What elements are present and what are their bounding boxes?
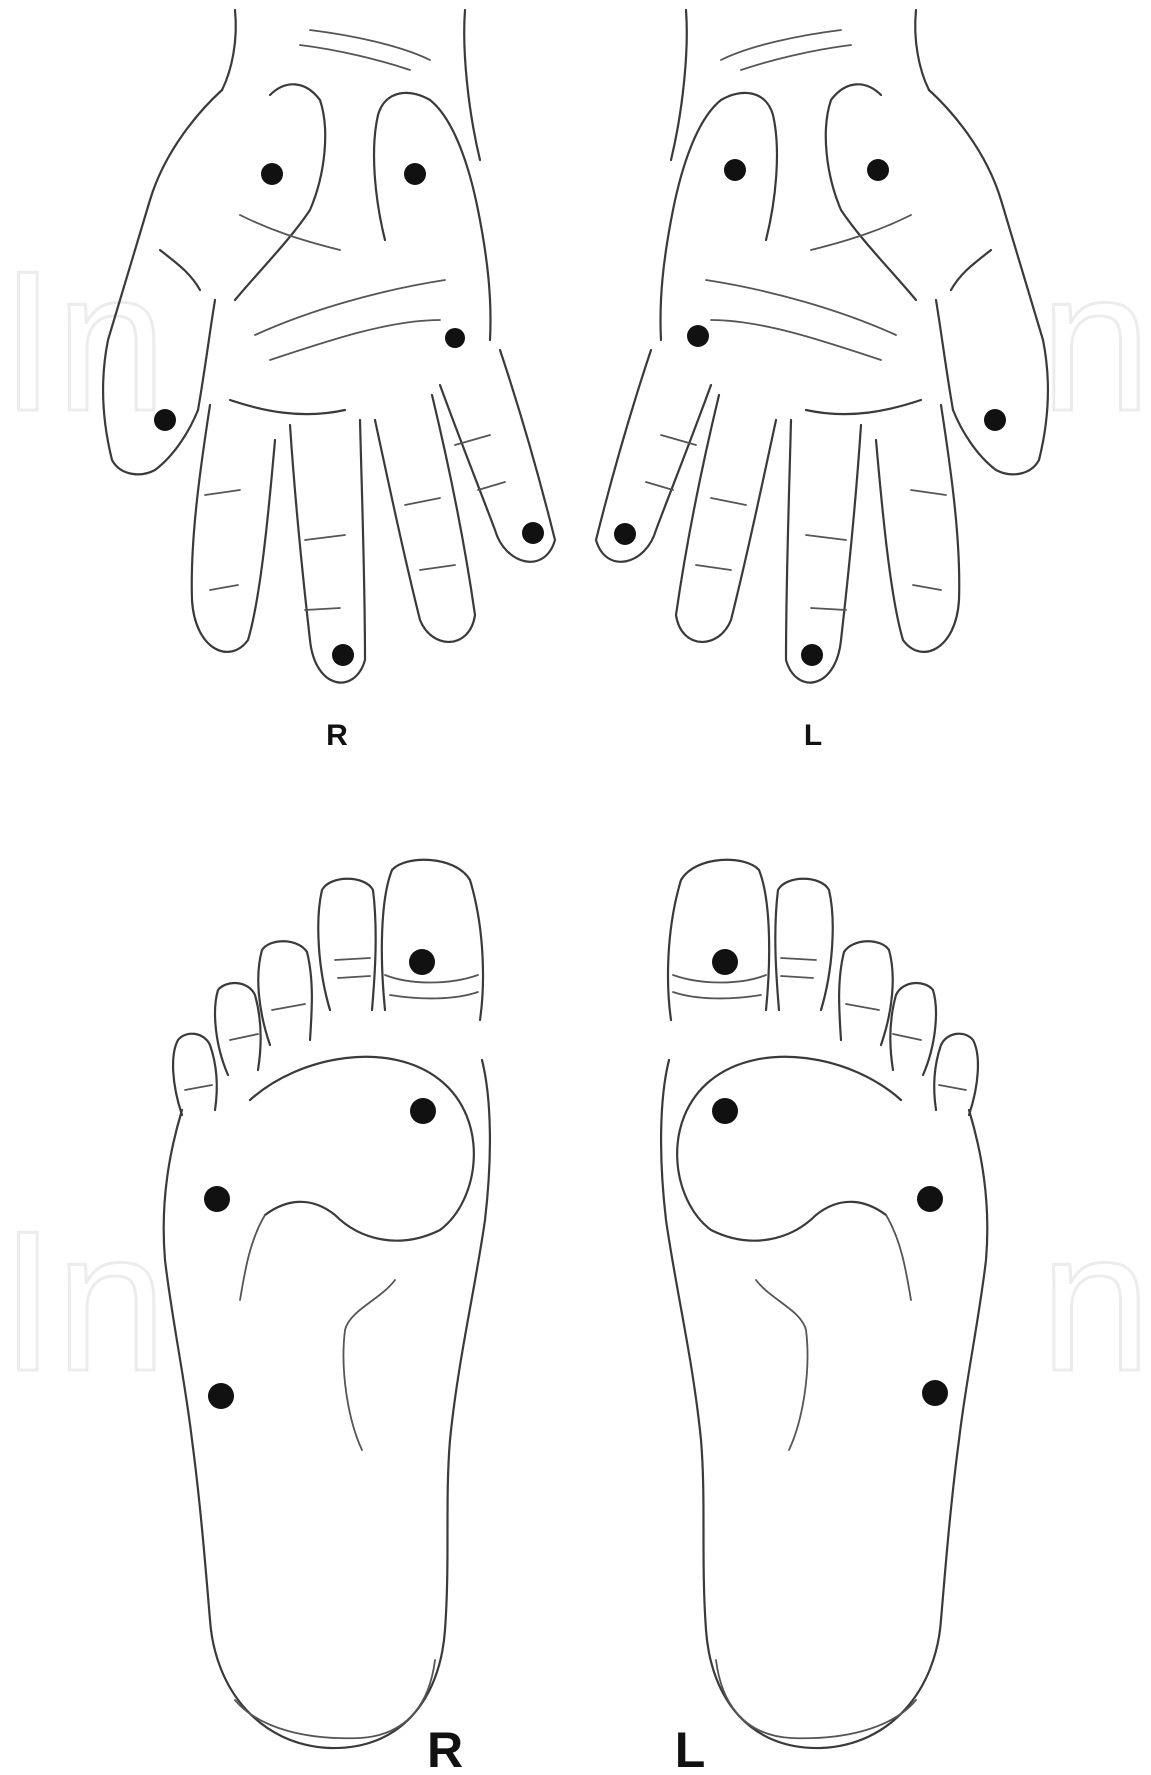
watermark: In n In n [0,230,1151,1413]
right-foot: R [164,860,490,1775]
pressure-point-dot [154,409,176,431]
pressure-point-dot [332,644,354,666]
pressure-point-dot [614,523,636,545]
pressure-point-dot [409,949,435,975]
pressure-point-dot [867,159,889,181]
right-hand-label: R [326,719,348,752]
svg-text:In: In [0,230,167,453]
pressure-point-dot [984,409,1006,431]
pressure-point-dot [687,325,709,347]
left-hand-label: L [804,719,822,752]
pressure-point-dot [404,163,426,185]
pressure-point-dot [712,1098,738,1124]
left-foot: L [661,860,987,1775]
right-foot-label: R [427,1722,463,1775]
right-foot-outline [164,860,490,1748]
pressure-point-dot [445,328,465,348]
right-foot-pressure-points [204,949,436,1409]
left-foot-outline [661,860,987,1748]
right-hand-outline [103,10,555,683]
pressure-point-dot [917,1186,943,1212]
svg-text:In: In [0,1190,167,1413]
pressure-point-dot [204,1186,230,1212]
pressure-point-dot [261,163,283,185]
left-hand-pressure-points [614,159,1006,666]
pressure-point-dot [208,1383,234,1409]
svg-text:n: n [1040,230,1151,453]
left-hand: L [596,10,1048,752]
left-hand-outline [596,10,1048,683]
pressure-point-dot [522,522,544,544]
left-foot-label: L [675,1722,706,1775]
pressure-point-dot [922,1380,948,1406]
pressure-point-dot [410,1098,436,1124]
pressure-point-dot [801,644,823,666]
pressure-point-dot [724,159,746,181]
right-hand: R [103,10,555,752]
right-hand-pressure-points [154,163,544,666]
pressure-point-dot [712,949,738,975]
left-foot-pressure-points [712,949,948,1406]
svg-text:n: n [1040,1190,1151,1413]
